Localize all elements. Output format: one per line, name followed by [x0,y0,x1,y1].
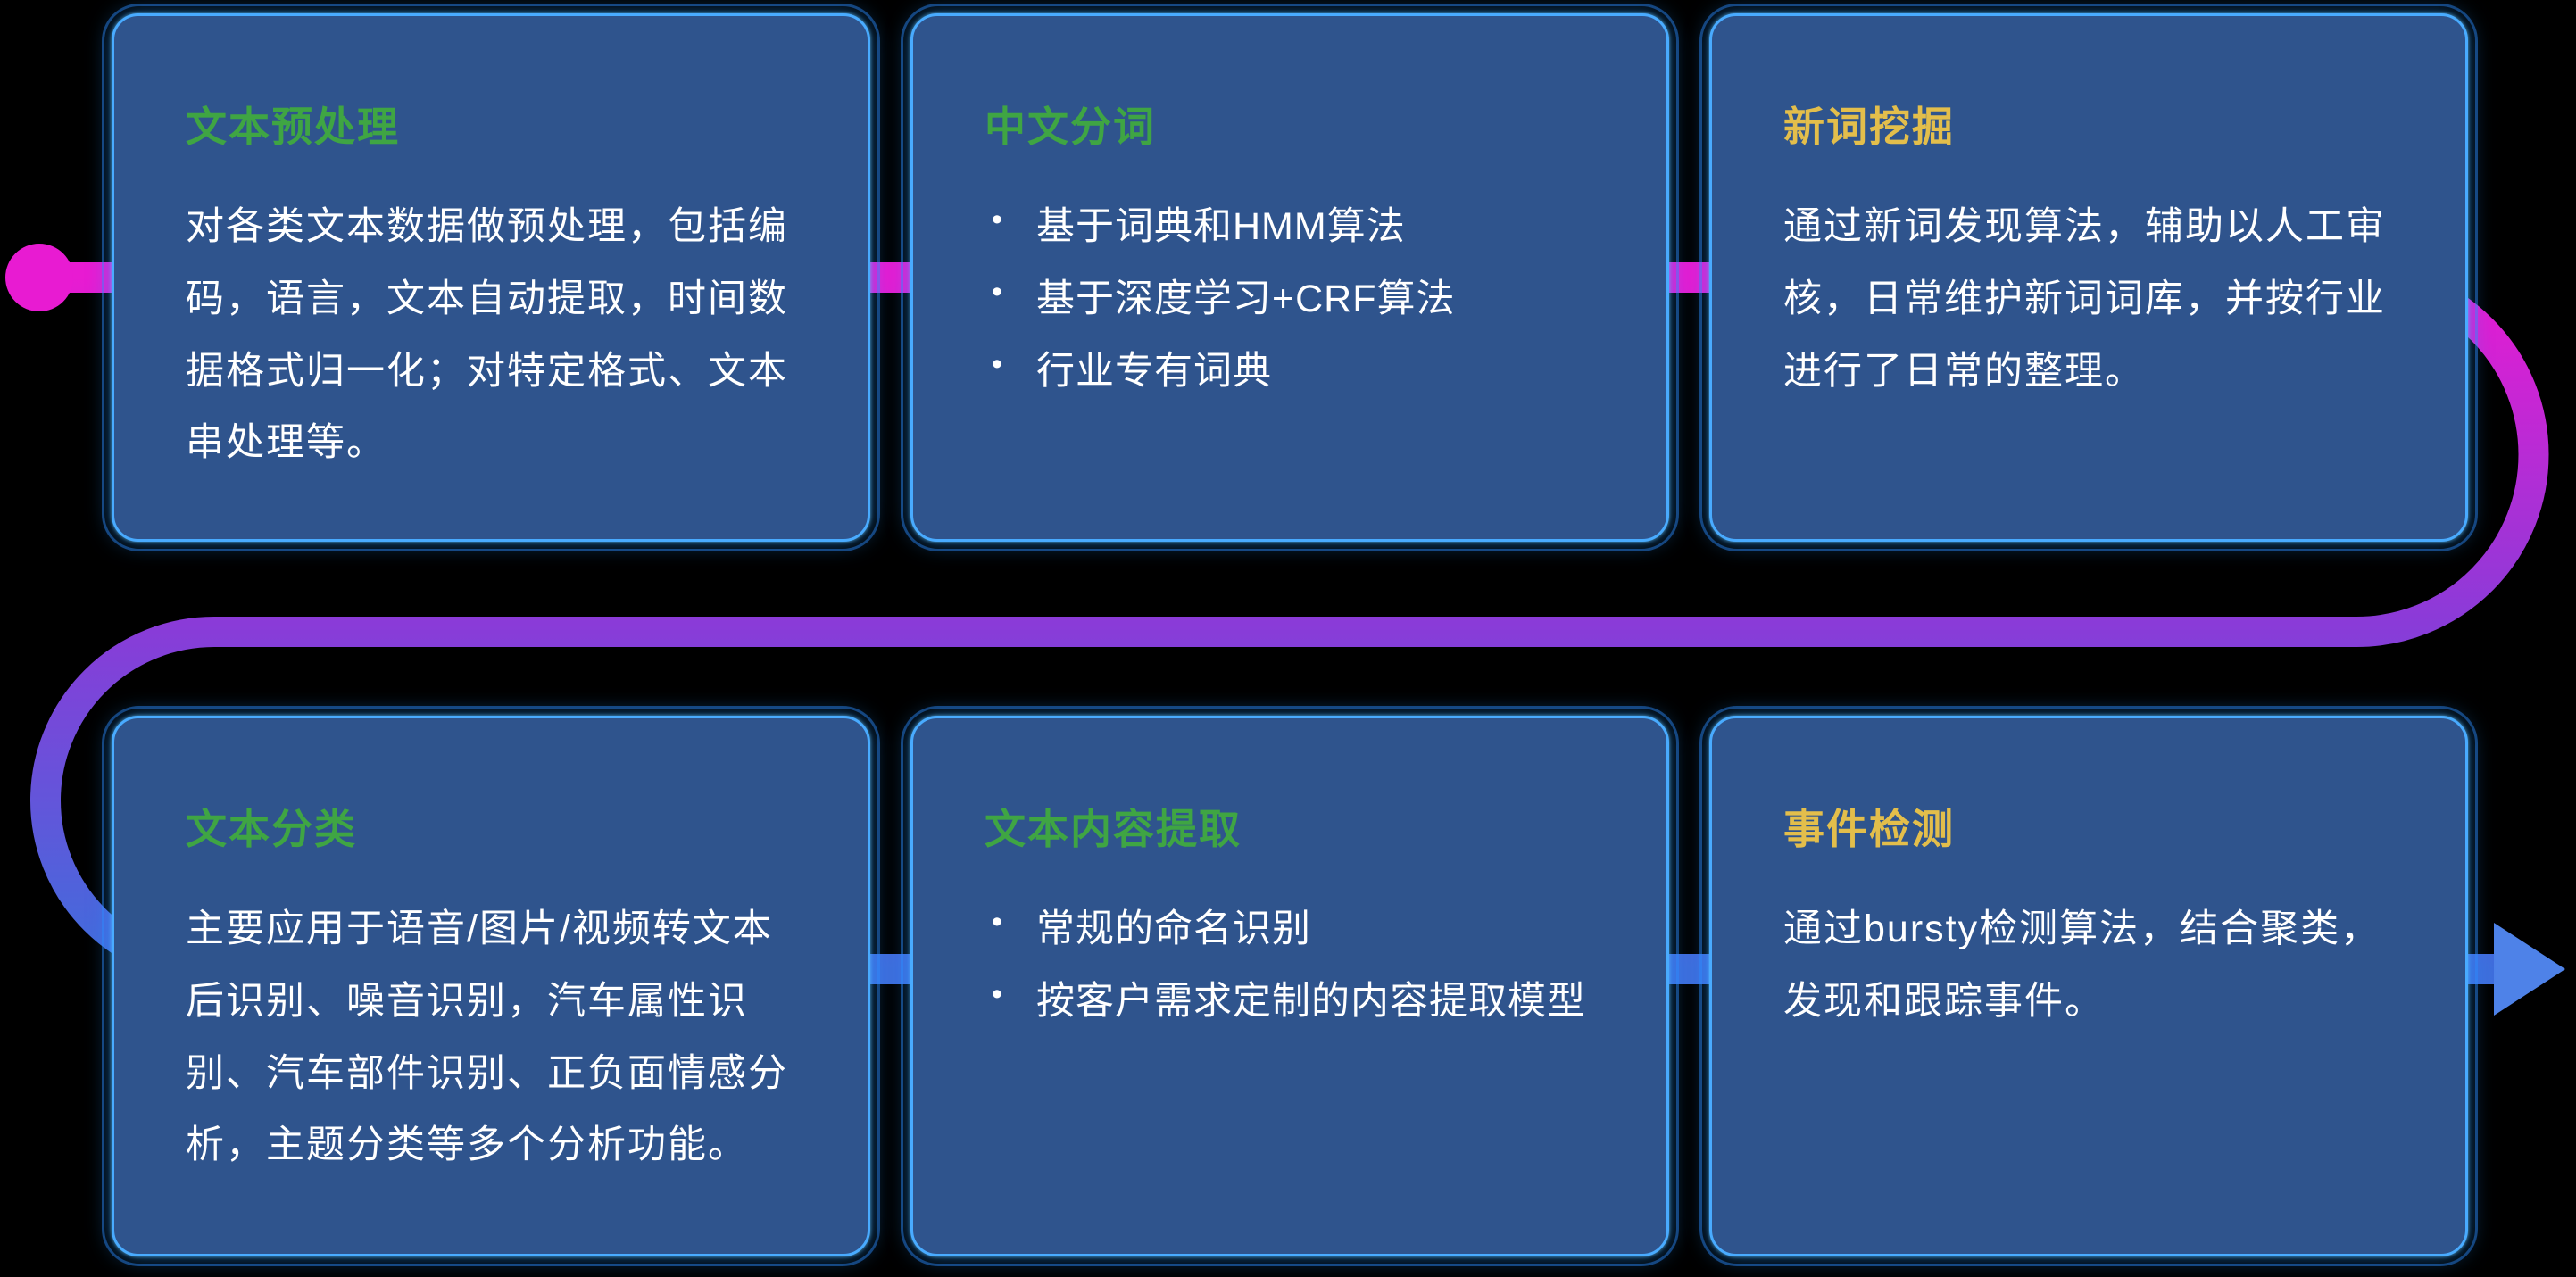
flow-end-arrow-icon [2494,923,2565,1016]
card-text-classification: 文本分类 主要应用于语音/图片/视频转文本后识别、噪音识别，汽车属性识别、汽车部… [102,706,880,1266]
bullet-item: 按客户需求定制的内容提取模型 [985,966,1595,1038]
card-bullet-list: 基于词典和HMM算法 基于深度学习+CRF算法 行业专有词典 [985,191,1595,407]
bullet-item: 基于深度学习+CRF算法 [985,263,1595,336]
card-chinese-word-segmentation: 中文分词 基于词典和HMM算法 基于深度学习+CRF算法 行业专有词典 [901,4,1679,551]
card-body: 主要应用于语音/图片/视频转文本后识别、噪音识别，汽车属性识别、汽车部件识别、正… [186,908,788,1167]
bullet-item: 常规的命名识别 [985,893,1595,966]
card-title: 事件检测 [1783,806,1955,852]
card-title: 文本分类 [186,806,357,852]
card-text-content-extraction: 文本内容提取 常规的命名识别 按客户需求定制的内容提取模型 [901,706,1679,1266]
card-new-word-mining: 新词挖掘 通过新词发现算法，辅助以人工审核，日常维护新词词库，并按行业进行了日常… [1699,4,2478,551]
card-title: 文本内容提取 [985,806,1242,852]
card-title: 新词挖掘 [1783,104,1955,150]
bullet-item: 基于词典和HMM算法 [985,191,1595,263]
card-body: 对各类文本数据做预处理，包括编码，语言，文本自动提取，时间数据格式归一化；对特定… [186,205,788,465]
card-title: 文本预处理 [186,104,400,150]
card-body: 通过bursty检测算法，结合聚类，发现和跟踪事件。 [1783,908,2381,1023]
flow-connector-line [30,262,2549,984]
bullet-item: 行业专有词典 [985,336,1595,408]
card-body: 通过新词发现算法，辅助以人工审核，日常维护新词词库，并按行业进行了日常的整理。 [1783,205,2386,393]
card-bullet-list: 常规的命名识别 按客户需求定制的内容提取模型 [985,893,1595,1038]
card-event-detection: 事件检测 通过bursty检测算法，结合聚类，发现和跟踪事件。 [1699,706,2478,1266]
flow-start-dot-icon [5,244,73,311]
card-title: 中文分词 [985,104,1156,150]
card-text-preprocessing: 文本预处理 对各类文本数据做预处理，包括编码，语言，文本自动提取，时间数据格式归… [102,4,880,551]
